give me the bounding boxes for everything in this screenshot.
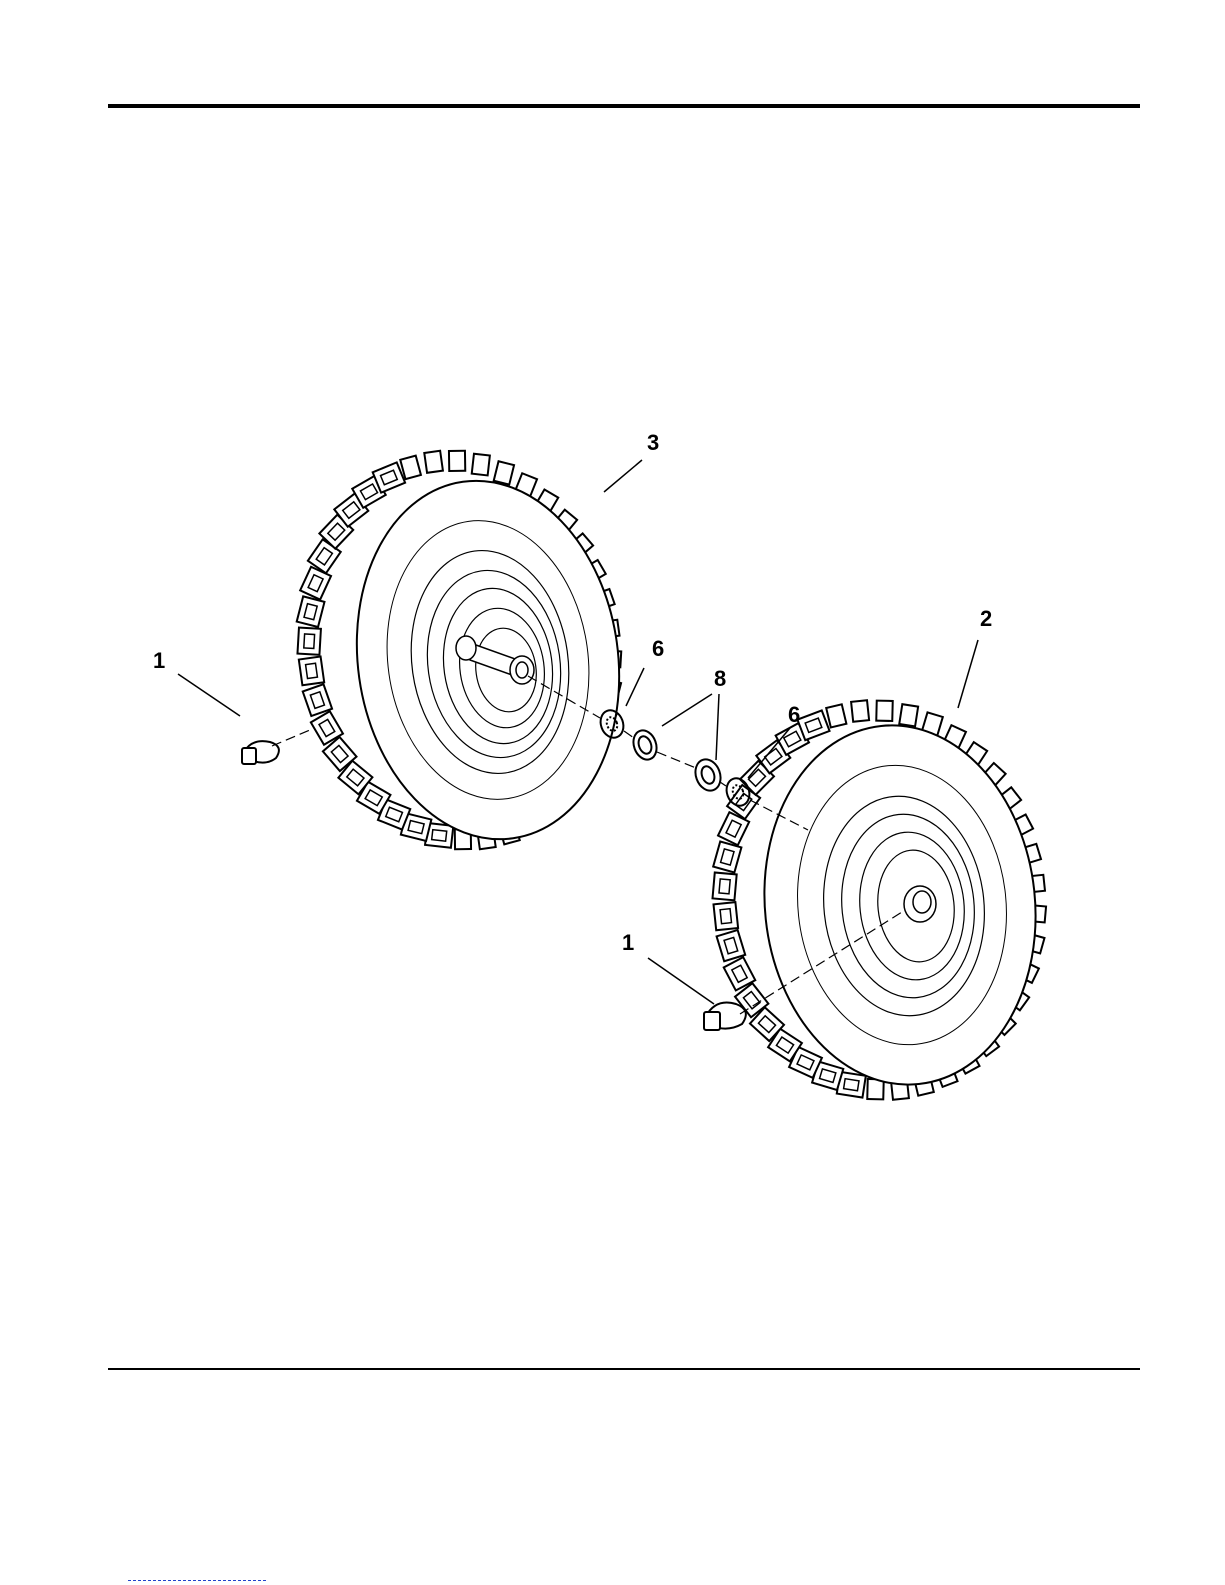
clip-pin-left [242, 741, 279, 764]
clip-pin-right [704, 1003, 746, 1031]
right-wheel-tread-lug [713, 872, 737, 900]
left-wheel-tread-lug [424, 451, 443, 473]
left-wheel-tread-lug [297, 596, 325, 627]
right-wheel-tread-lug [714, 902, 739, 930]
callout-6-right: 6 [788, 702, 800, 727]
right-wheel-hub [904, 886, 936, 922]
left-wheel-tread-lug [472, 454, 490, 476]
right-wheel-tread-lug [899, 704, 918, 726]
left-wheel-tread-lug [494, 461, 514, 484]
right-wheel-tread-lug [713, 842, 741, 873]
callout-1-right: 1 [622, 930, 634, 955]
right-wheel-tread-lug [876, 701, 892, 721]
left-wheel-tread-lug [400, 456, 421, 479]
washer-8-left [630, 727, 661, 763]
left-wheel-tread-lug [299, 656, 324, 685]
callout-6-left: 6 [652, 636, 664, 661]
right-wheel-tread-lug [717, 930, 746, 961]
callout-3: 3 [647, 430, 659, 455]
left-wheel-tread-lug [297, 628, 320, 655]
callout-8: 8 [714, 666, 726, 691]
callout-1-left: 1 [153, 648, 165, 673]
left-wheel-tread-lug [449, 451, 465, 471]
left-wheel-tread-lug [303, 684, 332, 716]
footer-link[interactable] [128, 1580, 266, 1582]
left-wheel [297, 451, 642, 857]
callout-2: 2 [980, 606, 992, 631]
washer-8-right [691, 756, 724, 794]
right-wheel-tread-lug [826, 704, 846, 727]
right-wheel-tread-lug [851, 700, 869, 722]
